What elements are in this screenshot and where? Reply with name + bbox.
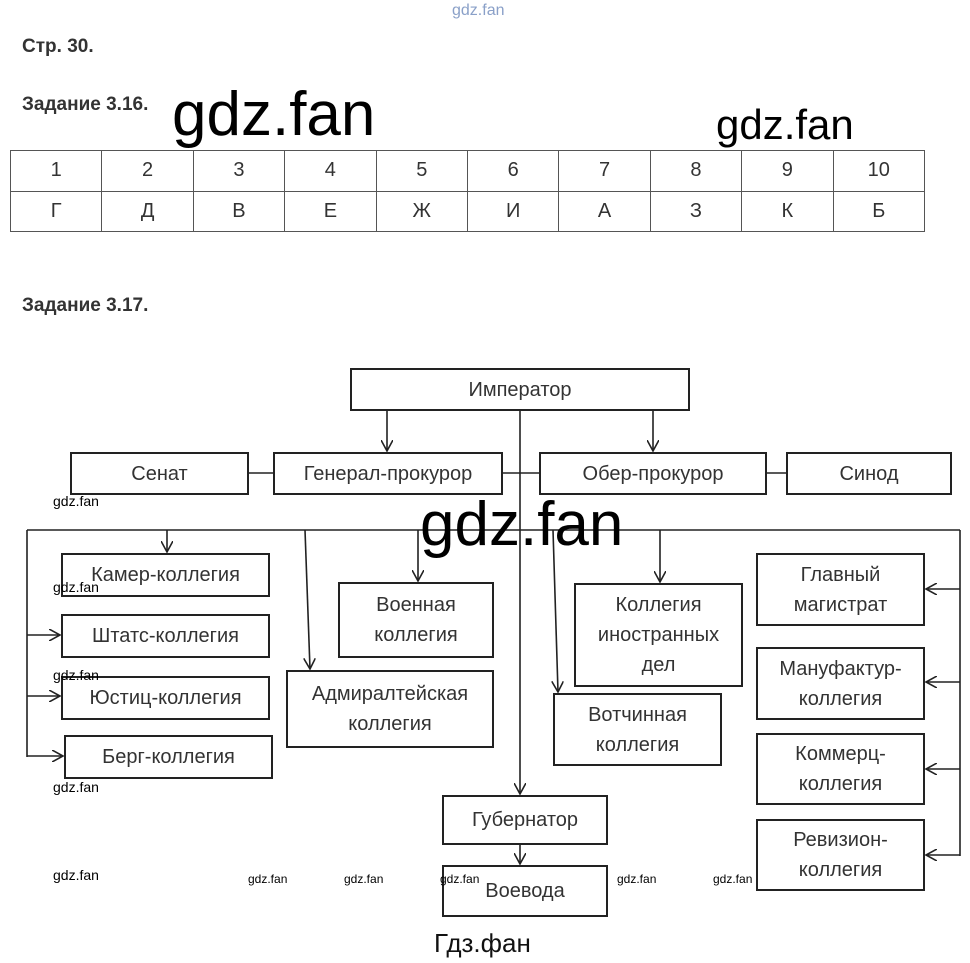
answer-cell: З: [649, 190, 743, 232]
answer-cell: Б: [832, 190, 926, 232]
box-synod: Синод: [786, 452, 952, 495]
watermark-small: gdz.fan: [53, 667, 99, 683]
box-admiral: Адмиралтейская коллегия: [286, 670, 494, 748]
watermark-footer: Гдз.фан: [434, 928, 531, 958]
watermark-small: gdz.fan: [53, 579, 99, 595]
page-number: Стр. 30.: [22, 36, 94, 57]
box-emperor: Император: [350, 368, 690, 411]
box-foreign-affairs: Коллегия иностранных дел: [574, 583, 743, 687]
watermark-small: gdz.fan: [344, 872, 384, 886]
box-gubernator: Губернатор: [442, 795, 608, 845]
watermark-small: gdz.fan: [617, 872, 657, 886]
box-general-prosecutor: Генерал-прокурор: [273, 452, 503, 495]
box-shtats: Штатс-коллегия: [61, 614, 270, 658]
answer-cell: Г: [9, 190, 103, 232]
watermark-small: gdz.fan: [713, 872, 753, 886]
box-voennaya: Военная коллегия: [338, 582, 494, 658]
number-cell: 6: [466, 150, 560, 192]
number-cell: 7: [558, 150, 651, 192]
task-3-17-title: Задание 3.17.: [22, 295, 149, 316]
answer-cell: И: [466, 190, 560, 232]
watermark-small: gdz.fan: [440, 872, 480, 886]
answer-cell: Ж: [375, 190, 468, 232]
task-3-16-title: Задание 3.16.: [22, 94, 149, 115]
watermark-small: gdz.fan: [53, 493, 99, 509]
answer-cell: Д: [101, 190, 194, 232]
box-justic: Юстиц-коллегия: [61, 676, 270, 720]
box-senate: Сенат: [70, 452, 249, 495]
watermark-big: gdz.fan: [716, 101, 854, 148]
watermark-small: gdz.fan: [53, 779, 99, 795]
box-voevoda: Воевода: [442, 865, 608, 917]
number-cell: 3: [192, 150, 286, 192]
box-berg: Берг-коллегия: [64, 735, 273, 779]
number-cell: 9: [741, 150, 834, 192]
number-cell: 4: [284, 150, 377, 192]
box-manufaktur: Мануфактур-коллегия: [756, 647, 925, 720]
box-kamer: Камер-коллегия: [61, 553, 270, 597]
answer-cell: А: [558, 190, 651, 232]
box-kommerc: Коммерц-коллегия: [756, 733, 925, 805]
box-magistrat: Главный магистрат: [756, 553, 925, 626]
watermark-small: gdz.fan: [248, 872, 288, 886]
box-votchin: Вотчинная коллегия: [553, 693, 722, 766]
box-ober-prosecutor: Обер-прокурор: [539, 452, 767, 495]
watermark-big: gdz.fan: [420, 490, 624, 559]
watermark-top: gdz.fan: [452, 2, 505, 19]
watermark-big: gdz.fan: [172, 80, 376, 149]
number-cell: 8: [649, 150, 743, 192]
answer-cell: К: [741, 190, 834, 232]
watermark-small: gdz.fan: [53, 867, 99, 883]
box-reviz: Ревизион-коллегия: [756, 819, 925, 891]
